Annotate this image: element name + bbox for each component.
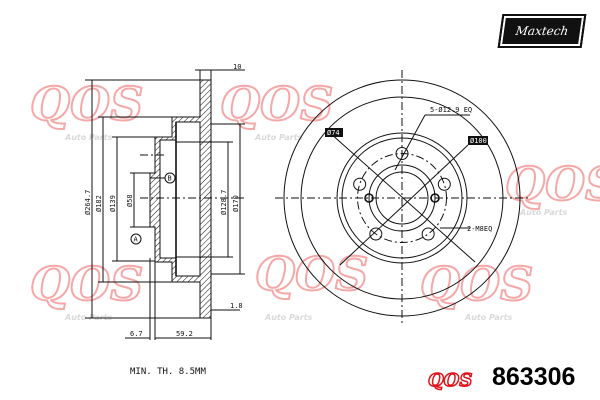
watermark-logo: QOS: [30, 257, 143, 311]
bolt-hole: [437, 177, 451, 191]
dim-128-7: Ø128.7: [220, 190, 228, 215]
side-section-view: 10 Ø264.7 Ø182 Ø139 Ø58 Ø128.7 Ø170 1.8 …: [84, 63, 245, 340]
dim-1-8: 1.8: [230, 302, 243, 310]
min-thickness-note: MIN. TH. 8.5MM: [130, 367, 206, 377]
bolt-hole: [353, 177, 367, 191]
front-view: Ø74 Ø100 5-Ø12.9 EQ 2-M8EQ: [275, 70, 530, 325]
datum-b-marker: [164, 172, 176, 184]
bolt-hole: [369, 227, 383, 241]
threaded-hole: [364, 193, 374, 203]
dim-6-7: 6.7: [130, 330, 143, 338]
datum-b: B: [168, 175, 172, 183]
dim-139: Ø139: [109, 195, 117, 212]
threaded-hole: [430, 193, 440, 203]
label-bolt-holes: 5-Ø12.9 EQ: [430, 106, 472, 114]
dim-59-2: 59.2: [176, 330, 193, 338]
watermark-tagline: Auto Parts: [519, 208, 568, 217]
label-d100: Ø100: [470, 137, 487, 145]
bolt-hole: [421, 227, 435, 241]
label-d74: Ø74: [327, 129, 340, 137]
datum-a-marker: [130, 233, 142, 245]
label-threads: 2-M8EQ: [467, 225, 492, 233]
dim-170: Ø170: [232, 195, 240, 212]
watermark-tagline: Auto Parts: [264, 313, 313, 322]
dim-182: Ø182: [95, 195, 103, 212]
datum-a: A: [134, 236, 139, 244]
watermark-tagline: Auto Parts: [254, 133, 303, 142]
dim-outer-diameter: Ø264.7: [84, 190, 92, 215]
watermark-tagline: Auto Parts: [64, 133, 113, 142]
watermark-logo: QOS: [30, 77, 143, 131]
bolt-hole: [395, 147, 409, 160]
maxtech-logo: Maxtech: [497, 14, 587, 48]
dim-thickness: 10: [233, 63, 241, 71]
watermark-tagline: Auto Parts: [464, 313, 513, 322]
watermark-logo: QOS: [420, 257, 533, 311]
part-number: 863306: [492, 363, 576, 391]
watermark-logo: QOS: [220, 77, 333, 131]
dim-58: Ø58: [126, 194, 134, 207]
